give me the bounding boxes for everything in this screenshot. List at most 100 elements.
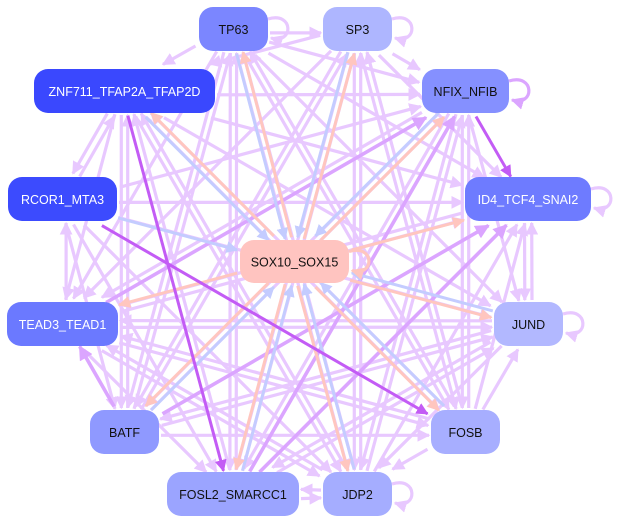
node-box xyxy=(199,7,268,51)
edge-sox10_sox15-to-jund xyxy=(349,278,493,321)
self-loop-jund xyxy=(562,311,585,343)
edge-batf-to-jund xyxy=(161,333,495,427)
self-loop-jdp2 xyxy=(391,481,414,513)
edge-znf711_tfap2a_tfap2d-to-rcor1_mta3 xyxy=(71,112,109,175)
edge-sox10_sox15-to-tp63 xyxy=(239,51,293,238)
node-box xyxy=(7,302,118,346)
node-box xyxy=(494,302,563,346)
edge-sox10_sox15-to-znf711_tfap2a_tfap2d xyxy=(150,111,275,237)
node-label: FOSL2_SMARCC1 xyxy=(179,488,287,502)
edge-rcor1_mta3-to-fosb xyxy=(101,224,429,416)
node-box xyxy=(90,410,159,454)
edge-sp3-to-sox10_sox15 xyxy=(294,51,350,239)
node-jdp2[interactable]: JDP2 xyxy=(323,472,392,516)
edge-sox10_sox15-to-id4_tcf4_snai2 xyxy=(351,217,465,252)
edge-sox10_sox15-to-nfix_nfib xyxy=(319,116,446,242)
edge-fosl2_smarcc1-to-id4_tcf4_snai2 xyxy=(258,223,508,474)
edge-sox10_sox15-to-fosb xyxy=(314,286,440,412)
node-label: RCOR1_MTA3 xyxy=(21,193,104,207)
node-box xyxy=(240,240,349,283)
node-sp3[interactable]: SP3 xyxy=(323,7,392,51)
node-nfix-nfib[interactable]: NFIX_NFIB xyxy=(422,69,509,113)
edge-fosb-to-tead3_tead1 xyxy=(119,332,431,421)
node-box xyxy=(167,472,299,516)
edge-batf-to-tead3_tead1 xyxy=(78,345,116,408)
node-id4-tcf4-snai2[interactable]: ID4_TCF4_SNAI2 xyxy=(465,177,591,221)
edge-rcor1_mta3-to-nfix_nfib xyxy=(119,103,423,189)
edge-fosl2_smarcc1-to-sox10_sox15 xyxy=(241,284,295,472)
edge-sp3-to-tead3_tead1 xyxy=(82,49,333,300)
edge-fosl2_smarcc1-to-jdp2 xyxy=(300,491,323,505)
node-sox10-sox15[interactable]: SOX10_SOX15 xyxy=(240,240,349,283)
node-label: SP3 xyxy=(346,23,370,37)
edge-rcor1_mta3-to-fosl2_smarcc1 xyxy=(72,223,218,473)
node-box xyxy=(465,177,591,221)
edge-nfix_nfib-to-fosl2_smarcc1 xyxy=(242,112,451,470)
edge-rcor1_mta3-to-znf711_tfap2a_tfap2d xyxy=(78,115,116,178)
node-label: JDP2 xyxy=(342,488,373,502)
self-loop-nfix_nfib xyxy=(508,78,531,110)
edge-tp63-to-sox10_sox15 xyxy=(235,53,289,240)
edge-fosb-to-jund xyxy=(481,348,520,411)
edge-nfix_nfib-to-sox10_sox15 xyxy=(314,111,440,237)
edge-jund-to-batf xyxy=(158,329,492,423)
edge-sox10_sox15-to-tead3_tead1 xyxy=(118,271,238,308)
edge-rcor1_mta3-to-sox10_sox15 xyxy=(117,216,239,253)
edge-sox10_sox15-to-sp3 xyxy=(302,52,358,240)
node-label: SOX10_SOX15 xyxy=(251,256,339,270)
edge-fosb-to-sox10_sox15 xyxy=(319,281,446,407)
node-label: TEAD3_TEAD1 xyxy=(19,318,107,332)
node-rcor1-mta3[interactable]: RCOR1_MTA3 xyxy=(8,177,117,221)
self-loops-layer xyxy=(267,16,613,513)
node-tead3-tead1[interactable]: TEAD3_TEAD1 xyxy=(7,302,118,346)
edge-batf-to-sox10_sox15 xyxy=(150,286,275,412)
edges-layer xyxy=(59,26,539,505)
node-box xyxy=(34,69,215,113)
edge-batf-to-id4_tcf4_snai2 xyxy=(161,224,490,416)
node-label: TP63 xyxy=(219,23,249,37)
node-jund[interactable]: JUND xyxy=(494,302,563,346)
node-fosb[interactable]: FOSB xyxy=(431,410,500,454)
edge-znf711_tfap2a_tfap2d-to-jund xyxy=(163,116,492,308)
edge-znf711_tfap2a_tfap2d-to-jdp2 xyxy=(134,115,343,473)
edge-fosb-to-tp63 xyxy=(248,50,456,408)
edge-jdp2-to-sox10_sox15 xyxy=(301,283,356,470)
edge-jund-to-sox10_sox15 xyxy=(350,269,494,313)
edge-sp3-to-batf xyxy=(134,50,343,408)
edge-batf-to-tp63 xyxy=(132,52,234,410)
edge-fosl2_smarcc1-to-jund xyxy=(276,346,495,474)
edge-jund-to-jdp2 xyxy=(377,344,503,470)
node-label: ZNF711_TFAP2A_TFAP2D xyxy=(49,85,201,99)
self-loop-sox10_sox15 xyxy=(348,248,371,280)
edge-batf-to-sp3 xyxy=(139,53,348,411)
self-loop-tp63 xyxy=(267,16,290,48)
edge-tead3_tead1-to-nfix_nfib xyxy=(105,116,428,305)
node-box xyxy=(8,177,117,221)
node-box xyxy=(323,472,392,516)
edge-fosl2_smarcc1-to-nfix_nfib xyxy=(248,115,457,473)
node-tp63[interactable]: TP63 xyxy=(199,7,268,51)
node-label: BATF xyxy=(109,426,140,440)
node-znf711-tfap2a-tfap2d[interactable]: ZNF711_TFAP2A_TFAP2D xyxy=(34,69,215,113)
edge-rcor1_mta3-to-jdp2 xyxy=(82,223,333,474)
edge-jdp2-to-znf711_tfap2a_tfap2d xyxy=(139,112,348,470)
node-fosl2-smarcc1[interactable]: FOSL2_SMARCC1 xyxy=(167,472,299,516)
edge-znf711_tfap2a_tfap2d-to-fosl2_smarcc1 xyxy=(126,115,227,472)
node-box xyxy=(431,410,500,454)
node-label: ID4_TCF4_SNAI2 xyxy=(478,193,579,207)
edge-sox10_sox15-to-jdp2 xyxy=(296,285,351,472)
edge-fosb-to-jdp2 xyxy=(391,447,429,471)
self-loop-sp3 xyxy=(391,16,414,48)
edge-nfix_nfib-to-tead3_tead1 xyxy=(100,111,423,299)
self-loop-id4_tcf4_snai2 xyxy=(590,186,613,218)
edge-znf711_tfap2a_tfap2d-to-sox10_sox15 xyxy=(144,116,270,242)
node-label: FOSB xyxy=(448,426,482,440)
node-label: NFIX_NFIB xyxy=(434,85,498,99)
edge-tp63-to-znf711_tfap2a_tfap2d xyxy=(161,44,197,66)
node-batf[interactable]: BATF xyxy=(90,410,159,454)
edge-sp3-to-nfix_nfib xyxy=(391,52,421,71)
node-label: JUND xyxy=(512,318,545,332)
edge-nfix_nfib-to-id4_tcf4_snai2 xyxy=(474,115,512,178)
node-box xyxy=(323,7,392,51)
